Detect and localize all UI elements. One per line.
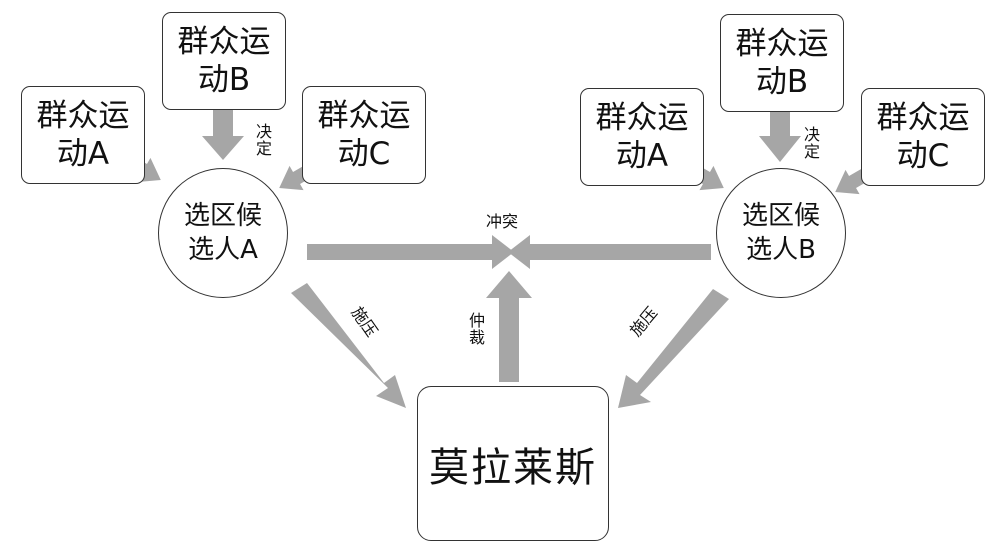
left-mass-movement-c-label: 群众运动C [317, 98, 411, 172]
arrow-pressure-right [618, 289, 729, 408]
arrow-right-b-to-candidate [759, 110, 801, 162]
right-mass-movement-a-label: 群众运动A [595, 100, 689, 174]
right-mass-movement-a-box: 群众运动A [580, 88, 704, 186]
arbitrate-label: 仲裁 [466, 312, 485, 346]
left-mass-movement-a-box: 群众运动A [21, 86, 145, 184]
arrow-conflict-from-a [307, 235, 514, 269]
arrow-conflict-from-b [508, 235, 711, 269]
left-decide-label: 决定 [253, 123, 272, 157]
left-mass-movement-c-box: 群众运动C [302, 86, 426, 184]
right-mass-movement-b-box: 群众运动B [720, 14, 844, 112]
morales-label: 莫拉莱斯 [429, 444, 597, 491]
morales-box: 莫拉莱斯 [417, 386, 609, 541]
left-candidate-label: 选区候选人A [183, 201, 262, 265]
right-candidate-label: 选区候选人B [741, 201, 820, 265]
arrow-left-b-to-candidate [202, 110, 244, 160]
left-mass-movement-b-box: 群众运动B [162, 12, 286, 110]
left-mass-movement-b-label: 群众运动B [177, 24, 271, 98]
arrow-arbitrate-up [486, 271, 532, 382]
arrow-pressure-left [291, 283, 406, 408]
left-mass-movement-a-label: 群众运动A [36, 98, 130, 172]
right-candidate-circle: 选区候选人B [716, 168, 846, 298]
right-decide-label: 决定 [801, 126, 820, 160]
right-mass-movement-c-box: 群众运动C [861, 88, 985, 186]
conflict-label: 冲突 [486, 212, 519, 231]
left-candidate-circle: 选区候选人A [158, 168, 288, 298]
right-mass-movement-c-label: 群众运动C [876, 100, 970, 174]
right-mass-movement-b-label: 群众运动B [735, 26, 829, 100]
